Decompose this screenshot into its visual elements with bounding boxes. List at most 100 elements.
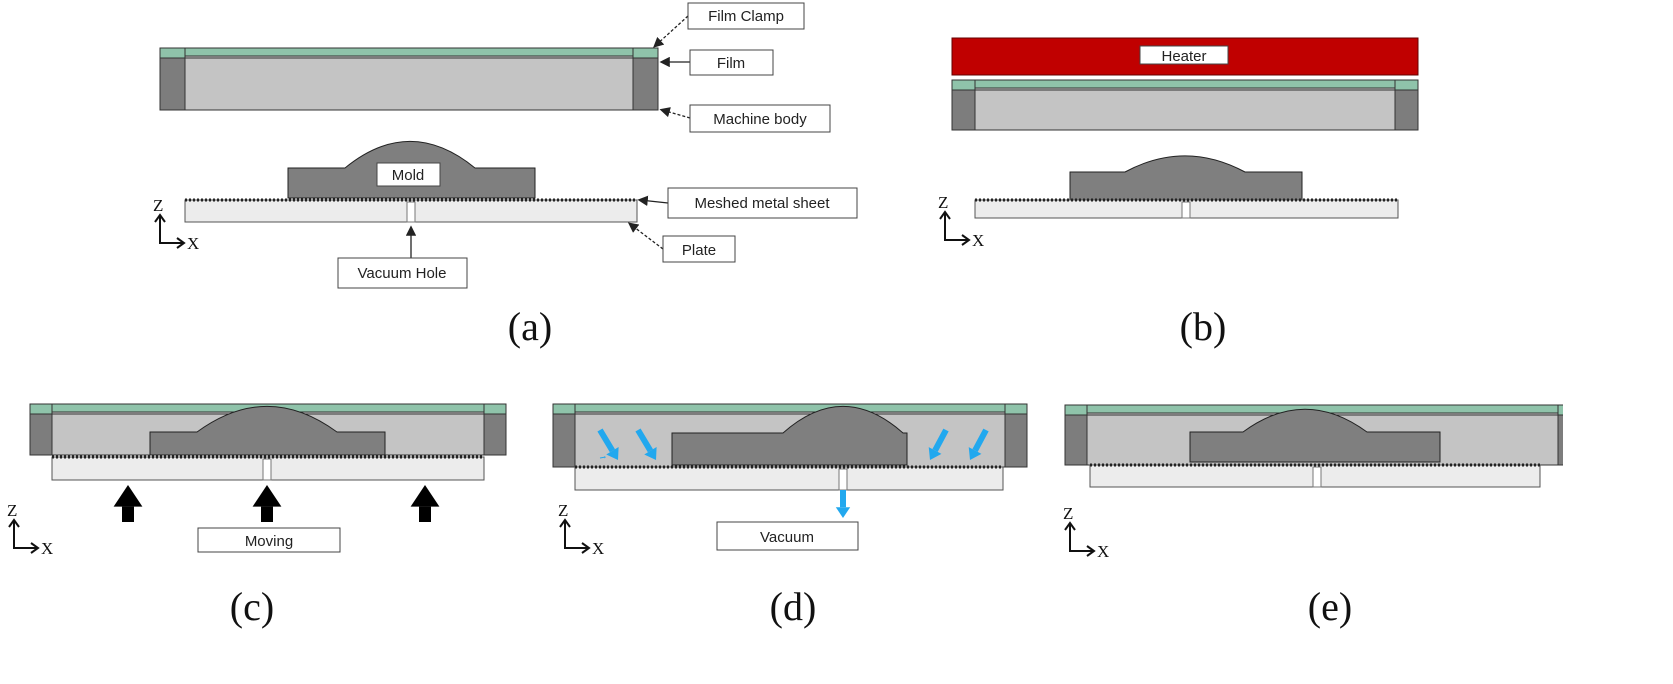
axis-z-label: Z	[1063, 504, 1073, 523]
film	[552, 403, 1028, 413]
svg-text:Moving: Moving	[245, 533, 293, 550]
axis-lines	[159, 215, 184, 244]
panel-e	[1064, 400, 1673, 488]
film-clamp-left	[1064, 404, 1088, 416]
axis-z-label: Z	[558, 501, 568, 520]
caption-e: (e)	[1308, 584, 1352, 629]
axis-indicator: ZX	[558, 501, 604, 558]
z-arrow-icon	[154, 213, 166, 223]
leader-line	[627, 222, 664, 250]
clamp-right	[632, 57, 659, 111]
mold	[149, 406, 386, 456]
caption-d: (d)	[770, 584, 817, 629]
vacuum-hole	[1181, 201, 1191, 219]
vacuum-hole	[838, 468, 848, 491]
vacuum-hole	[406, 201, 416, 223]
axis-lines	[564, 520, 589, 549]
label-film-clamp: Film Clamp	[687, 2, 805, 30]
arrow-head	[606, 447, 619, 460]
mold	[671, 406, 908, 466]
x-arrow-icon	[1086, 545, 1096, 557]
x-arrow-icon	[176, 237, 186, 249]
arrow-shaft	[597, 428, 616, 453]
film-clamp-right	[483, 403, 507, 415]
caption-a: (a)	[508, 304, 552, 349]
arrow-shaft	[932, 428, 949, 452]
z-arrow-icon	[1064, 521, 1076, 531]
arrow-head	[113, 485, 143, 507]
axis-lines	[13, 520, 38, 549]
film-clamp-right	[632, 47, 659, 59]
svg-text:Film Clamp: Film Clamp	[708, 8, 784, 25]
axis-indicator: ZX	[938, 193, 984, 250]
clamp-left	[951, 89, 976, 131]
axis-z-label: Z	[7, 501, 17, 520]
vacuum-arrow-icon	[835, 490, 851, 518]
svg-text:Machine body: Machine body	[713, 111, 807, 128]
arrow-head	[928, 447, 942, 460]
axis-x-label: X	[592, 539, 604, 558]
moving-up-arrow-icon	[252, 485, 282, 522]
air-flow-arrow-icon	[597, 428, 619, 460]
axis-x-label: X	[972, 231, 984, 250]
arrow-head	[968, 447, 982, 460]
svg-text:Plate: Plate	[682, 242, 716, 259]
axis-x-label: X	[1097, 542, 1109, 561]
axis-lines	[1069, 523, 1094, 552]
x-arrow-icon	[581, 542, 591, 554]
arrow-head	[410, 485, 440, 507]
crop-mask	[1563, 400, 1673, 480]
film-clamp-right	[1004, 403, 1028, 415]
arrow-shaft	[599, 456, 605, 459]
vacuum-hole	[1312, 466, 1322, 488]
leader-line	[653, 15, 689, 48]
caption-c: (c)	[230, 584, 274, 629]
panel-c	[29, 403, 507, 481]
axis-indicator: ZX	[153, 196, 199, 253]
label-mold: Mold	[376, 162, 441, 187]
label-heater: Heater	[1139, 45, 1229, 65]
mold	[1189, 408, 1441, 463]
axis-z-label: Z	[938, 193, 948, 212]
clamp-right	[1004, 413, 1028, 468]
label-film: Film	[689, 49, 774, 76]
clamp-left	[1064, 414, 1088, 466]
caption-b: (b)	[1180, 304, 1227, 349]
film	[951, 79, 1419, 89]
arrow-head	[835, 507, 851, 518]
axis-x-label: X	[187, 234, 199, 253]
arrow-head	[644, 447, 657, 460]
moving-up-arrow-icon	[113, 485, 143, 522]
film	[159, 47, 659, 57]
z-arrow-icon	[559, 518, 571, 528]
machine-body	[159, 47, 659, 111]
label-vacuum: Vacuum	[716, 521, 859, 551]
svg-text:Vacuum Hole: Vacuum Hole	[358, 265, 447, 282]
label-plate: Plate	[662, 235, 736, 263]
z-arrow-icon	[8, 518, 20, 528]
film-clamp-left	[951, 79, 976, 91]
label-meshed-metal-sheet: Meshed metal sheet	[667, 187, 858, 219]
clamp-left	[29, 413, 53, 456]
axis-indicator: ZX	[7, 501, 53, 558]
arrow-head	[604, 456, 606, 459]
film-clamp-left	[159, 47, 186, 59]
z-arrow-icon	[939, 210, 951, 220]
moving-up-arrow-icon	[410, 485, 440, 522]
axis-z-label: Z	[153, 196, 163, 215]
film-clamp-right	[1394, 79, 1419, 91]
label-machine-body: Machine body	[689, 104, 831, 133]
panel-d	[552, 403, 1028, 491]
svg-text:Film: Film	[717, 55, 745, 72]
air-flow-arrow-icon	[635, 428, 657, 460]
leader-line	[637, 195, 669, 207]
axis-x-label: X	[41, 539, 53, 558]
arrow-head	[252, 485, 282, 507]
x-arrow-icon	[961, 234, 971, 246]
axis-indicator: ZX	[1063, 504, 1109, 561]
film-clamp-left	[29, 403, 53, 415]
svg-text:Heater: Heater	[1161, 48, 1206, 65]
label-vacuum-hole: Vacuum Hole	[337, 257, 468, 289]
svg-text:Meshed metal sheet: Meshed metal sheet	[694, 195, 830, 212]
